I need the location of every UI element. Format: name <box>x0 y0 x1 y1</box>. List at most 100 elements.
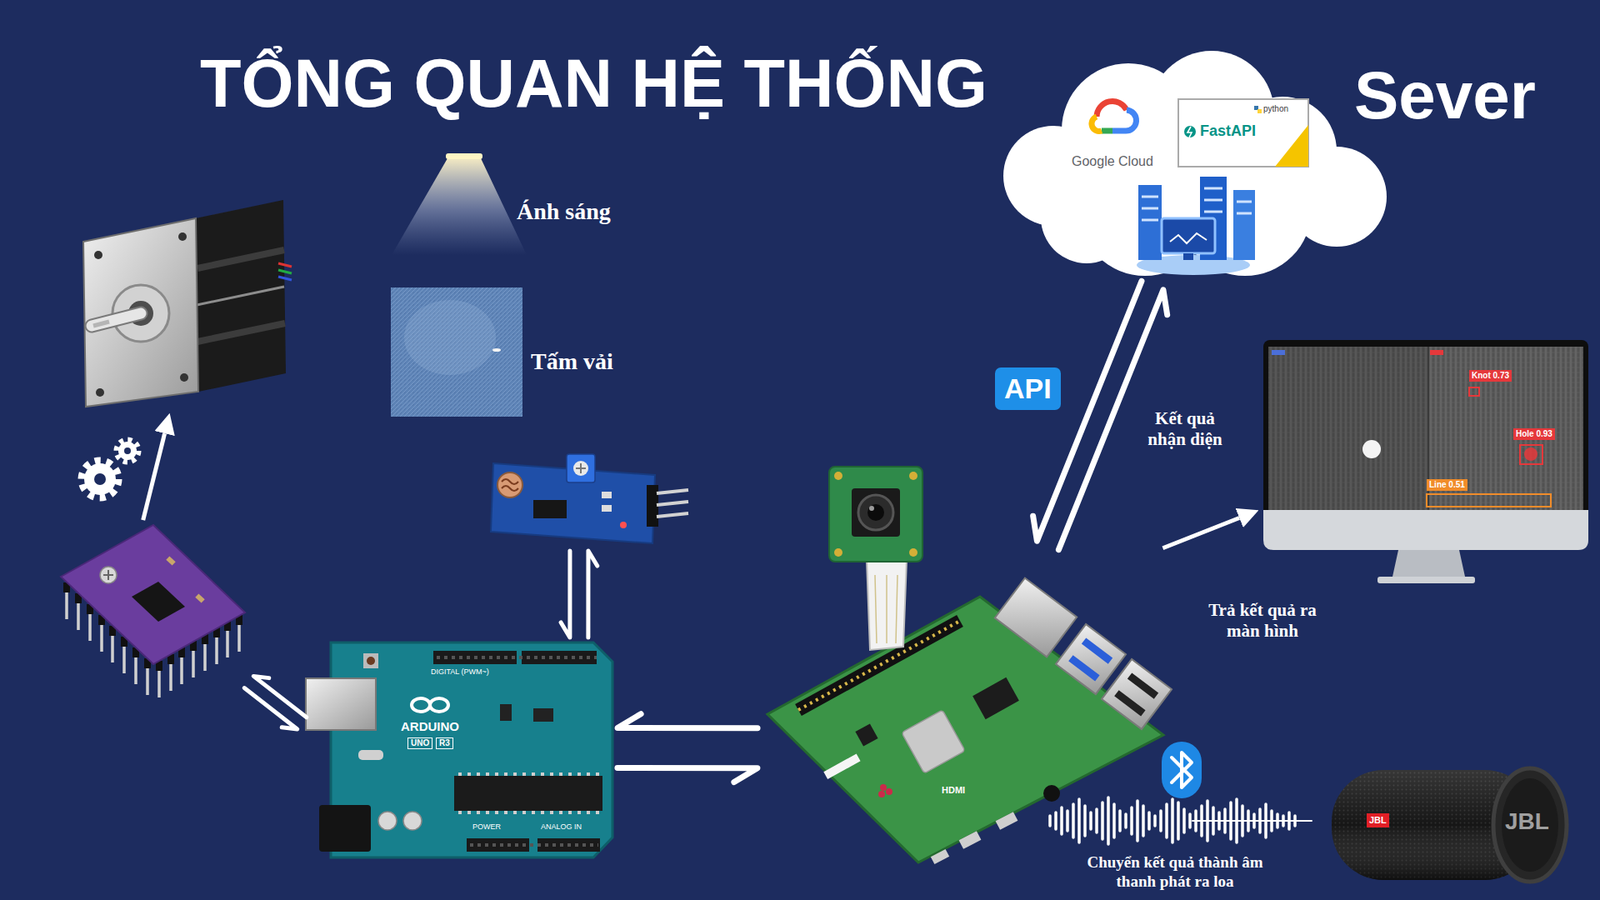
google-cloud-logo <box>1091 116 1102 132</box>
stepper-motor <box>178 232 187 241</box>
arduino-board <box>436 655 597 660</box>
server-icon <box>1233 190 1255 260</box>
camera-module <box>866 560 907 650</box>
stepper-motor <box>94 250 103 260</box>
camera-module <box>829 466 923 562</box>
detection-tag: Line 0.51 <box>1426 479 1468 491</box>
stepper-motor <box>196 286 285 305</box>
fabric-sample <box>390 287 523 417</box>
edge-label: Chuyển kết quả thành âm thanh phát ra lo… <box>1067 851 1283 894</box>
server-icon <box>1161 218 1215 254</box>
raspberry-pi-board <box>995 811 1019 830</box>
diagram-title: TỔNG QUAN HỆ THỐNG <box>200 41 988 126</box>
raspberry-pi-board <box>972 677 1020 720</box>
camera-module <box>909 548 918 557</box>
camera-module <box>834 548 843 557</box>
monitor <box>1263 510 1589 550</box>
detection-tag: Knot 0.73 <box>1469 370 1512 382</box>
stepper-motor <box>93 321 110 326</box>
stepper-motor <box>195 200 286 392</box>
light-sensor-module <box>533 500 567 519</box>
arduino-board <box>500 704 512 721</box>
arduino-board <box>305 642 613 858</box>
stepper-motor <box>180 373 189 382</box>
raspberry-pi-board <box>885 788 893 795</box>
gear-icon <box>124 447 131 455</box>
stepper-motor <box>95 388 105 397</box>
server-icon <box>1170 233 1207 244</box>
brand-badge: JBL <box>1366 813 1390 828</box>
stepper-motor <box>91 313 141 326</box>
google-cloud-logo <box>1091 100 1137 131</box>
raspberry-pi-board <box>930 849 950 865</box>
arduino-board <box>358 750 384 760</box>
raspberry-pi-board <box>1068 655 1100 681</box>
raspberry-pi-board <box>1127 672 1159 699</box>
framework-name: FastAPI <box>1200 122 1256 140</box>
light-sensor-module <box>601 491 612 499</box>
raspberry-pi-board <box>995 578 1077 658</box>
light-cone <box>391 158 527 255</box>
silkscreen-label: POWER <box>472 822 501 831</box>
fabric-sample <box>390 287 523 417</box>
light-cone <box>391 153 527 255</box>
motor-driver-board <box>60 525 245 665</box>
arduino-board <box>458 774 600 813</box>
monitor <box>1524 447 1538 461</box>
fabric-sample <box>492 348 501 352</box>
board-revision: R3 <box>435 737 454 750</box>
monitor <box>1268 346 1584 510</box>
motor-driver-board <box>195 593 205 603</box>
gear-icon <box>118 441 137 460</box>
gear-icon <box>84 463 116 495</box>
camera-module <box>851 488 900 537</box>
raspberry-pi-board <box>1081 637 1113 664</box>
stepper-motor <box>278 263 292 267</box>
motor-driver-board <box>103 570 114 580</box>
fastapi-card <box>1257 109 1262 114</box>
arduino-board <box>319 805 371 852</box>
monitor <box>1520 445 1543 465</box>
cloud-shape <box>1003 50 1387 276</box>
connector-arrow <box>1192 820 1312 822</box>
arduino-board <box>533 708 554 722</box>
board-logo: ARDUINO <box>400 719 460 734</box>
light-sensor-module <box>575 463 586 474</box>
monitor-screen: Knot 0.73Hole 0.93Line 0.51 <box>1263 340 1589 584</box>
stepper-motor <box>91 313 141 326</box>
monitor <box>1430 350 1444 355</box>
stepper-motor <box>76 199 296 409</box>
google-cloud-logo <box>1112 110 1137 131</box>
edge-label: Kết quả nhận diện <box>1135 406 1235 452</box>
cloud-shape <box>1040 171 1133 264</box>
monitor <box>1469 387 1480 396</box>
fastapi-card <box>1178 99 1309 167</box>
fastapi-card <box>1178 99 1309 167</box>
raspberry-pi-board <box>959 830 982 850</box>
server-icon <box>1136 176 1255 275</box>
fastapi-card <box>1275 125 1309 167</box>
connector-arrow <box>617 714 758 783</box>
monitor <box>1271 350 1285 355</box>
motor-driver-board <box>165 555 175 565</box>
google-cloud-logo <box>1096 100 1127 117</box>
light-sensor <box>479 449 690 546</box>
arduino-board <box>470 843 599 847</box>
camera-module <box>858 495 894 530</box>
monitor <box>1268 346 1429 510</box>
stepper-motor <box>278 270 292 274</box>
silkscreen-label: DIGITAL (PWM~) <box>430 667 490 676</box>
cloud-server: SeverGoogle CloudpythonFastAPI <box>995 50 1399 281</box>
arduino-board <box>363 653 379 669</box>
bluetooth-icon <box>1161 741 1202 799</box>
server-icon <box>1204 188 1223 212</box>
server-icon <box>1138 185 1162 260</box>
monitor <box>1263 340 1589 519</box>
detection-tag: Hole 0.93 <box>1513 428 1555 440</box>
motor-driver-board <box>60 525 245 698</box>
stepper-motor <box>83 200 292 407</box>
fastapi-card <box>1184 125 1196 138</box>
